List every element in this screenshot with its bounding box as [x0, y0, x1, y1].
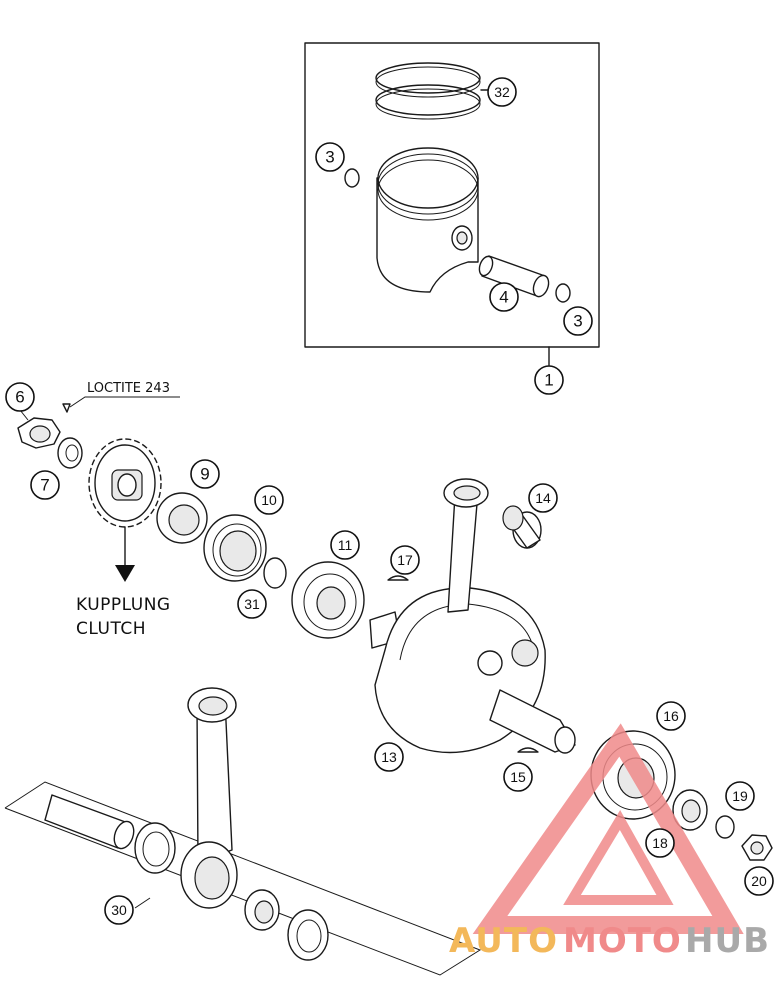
callout-11: 11: [330, 530, 360, 560]
svg-text:3: 3: [573, 312, 582, 331]
watermark-hub: HUB: [685, 921, 770, 961]
svg-text:18: 18: [652, 835, 668, 851]
loctite-drop-icon: [62, 403, 71, 413]
callout-19: 19: [725, 781, 755, 811]
clutch-label: CLUTCH: [76, 619, 146, 639]
callout-9: 9: [190, 459, 220, 489]
loctite-leader: [69, 396, 180, 408]
svg-text:14: 14: [535, 490, 551, 506]
kupplung-label: KUPPLUNG: [76, 595, 171, 615]
o-ring: [263, 557, 287, 589]
watermark-auto: AUTO: [449, 921, 558, 961]
nut-right: [741, 834, 773, 861]
svg-text:6: 6: [15, 388, 24, 407]
callout-1: 1: [534, 365, 564, 395]
spacer-ring: [156, 492, 208, 544]
piston-rings: [375, 62, 481, 120]
callout-30: 30: [104, 895, 134, 925]
main-bearing-left: [291, 561, 365, 639]
woodruff-key-left: [387, 575, 409, 581]
svg-text:3: 3: [325, 148, 334, 167]
svg-text:4: 4: [499, 288, 508, 307]
shaft-seal: [203, 514, 267, 582]
woodruff-key-right: [517, 747, 539, 753]
watermark-logo: [472, 723, 744, 934]
svg-text:15: 15: [510, 769, 526, 785]
callout-17: 17: [390, 545, 420, 575]
callout-3-top: 3: [315, 142, 345, 172]
lock-washer: [57, 437, 83, 469]
conrod-kit: [4, 687, 482, 976]
svg-text:30: 30: [111, 902, 127, 918]
washer-right: [715, 815, 735, 839]
svg-text:31: 31: [244, 596, 260, 612]
callout-6: 6: [5, 382, 35, 412]
svg-text:9: 9: [200, 465, 209, 484]
primary-gear: [88, 438, 162, 528]
svg-text:1: 1: [544, 371, 553, 390]
nut: [17, 417, 61, 449]
svg-text:11: 11: [338, 537, 353, 553]
callout-15: 15: [503, 762, 533, 792]
svg-text:19: 19: [732, 788, 748, 804]
callout-14: 14: [528, 483, 558, 513]
callout-20: 20: [744, 866, 774, 896]
circlip-right: [555, 283, 571, 303]
piston-kit-frame: [304, 42, 600, 348]
circlip-left: [344, 168, 360, 188]
shaft-seal-right: [672, 789, 708, 831]
conrod-assembled: [443, 478, 489, 613]
callout-4: 4: [489, 282, 519, 312]
callout-10: 10: [254, 485, 284, 515]
svg-text:16: 16: [663, 708, 679, 724]
crankshaft: [369, 587, 576, 754]
callout-7: 7: [30, 470, 60, 500]
clutch-arrow-icon: [115, 565, 135, 582]
callout-18: 18: [645, 828, 675, 858]
callout-31: 31: [237, 589, 267, 619]
svg-text:13: 13: [381, 749, 397, 765]
svg-text:10: 10: [261, 492, 277, 508]
needle-bearing-top: [502, 505, 542, 549]
piston: [376, 147, 479, 293]
watermark-moto: MOTO: [563, 921, 682, 961]
callout-13: 13: [374, 742, 404, 772]
callout-16: 16: [656, 701, 686, 731]
svg-text:17: 17: [397, 552, 413, 568]
callout-32: 32: [487, 77, 517, 107]
wrist-pin: [478, 255, 550, 298]
leader-30: [134, 897, 151, 909]
svg-text:7: 7: [40, 476, 49, 495]
svg-text:20: 20: [751, 873, 767, 889]
svg-text:32: 32: [494, 84, 510, 100]
callout-3-right: 3: [563, 306, 593, 336]
loctite-note: LOCTITE 243: [87, 381, 170, 396]
